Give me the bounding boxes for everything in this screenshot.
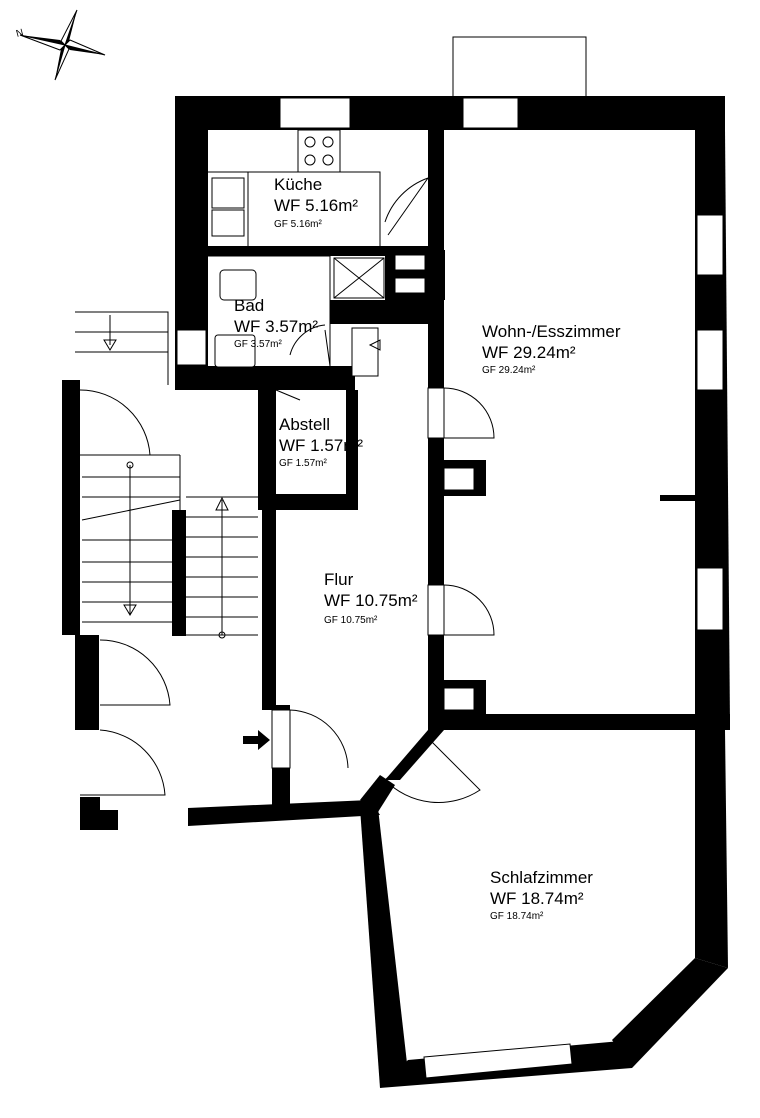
door-entrance — [289, 709, 349, 769]
shaft-box-1 — [394, 254, 426, 271]
compass-rose-icon: N — [15, 9, 106, 81]
window-living-right-3 — [696, 567, 724, 631]
room-gf: GF 1.57m² — [279, 458, 327, 469]
door-abstell — [275, 389, 301, 401]
room-schlafen: Schlafzimmer WF 18.74m² GF 18.74m² — [490, 868, 593, 922]
staircase — [75, 311, 258, 796]
wall-hall-bottom — [188, 800, 380, 826]
door-bath — [289, 324, 331, 367]
door-living-2 — [443, 584, 495, 636]
window-bath — [176, 329, 207, 366]
shaft-box-2 — [394, 277, 426, 294]
room-name: Flur — [324, 570, 354, 589]
wall-abstell-right — [346, 390, 358, 500]
window-living-top — [462, 97, 519, 129]
entrance-arrow-icon — [243, 730, 270, 750]
door-gap-living-2 — [427, 584, 445, 636]
room-abstell: Abstell WF 1.57m² GF 1.57m² — [279, 415, 363, 469]
wall-stair-left-lower — [75, 635, 99, 730]
room-wf: WF 29.24m² — [482, 343, 576, 362]
window-bedroom — [423, 1043, 573, 1079]
room-wf: WF 10.75m² — [324, 591, 418, 610]
stub-hole-2 — [443, 687, 475, 711]
wall-bedroom-left — [360, 808, 408, 1088]
wall-flur-left — [262, 510, 276, 710]
wall-bedroom-right — [695, 730, 728, 968]
wall-bath-bottom — [175, 366, 355, 390]
room-wf: WF 1.57m² — [279, 436, 363, 455]
door-living-1 — [443, 387, 495, 439]
wall-kitchen-bottom — [208, 246, 444, 256]
room-gf: GF 29.24m² — [482, 365, 536, 376]
room-gf: GF 10.75m² — [324, 615, 378, 626]
room-wohnen: Wohn-/Esszimmer WF 29.24m² GF 29.24m² — [482, 322, 621, 376]
door-gap-living-1 — [427, 387, 445, 439]
room-wf: WF 5.16m² — [274, 196, 358, 215]
entrance-door-gap — [271, 709, 291, 769]
room-name: Küche — [274, 175, 322, 194]
balcony — [452, 36, 587, 98]
wall-stair-bottom-left2 — [80, 810, 118, 830]
room-gf: GF 3.57m² — [234, 339, 282, 350]
shower-tray — [351, 327, 379, 377]
wall-abstell-left — [258, 390, 276, 510]
room-flur: Flur WF 10.75m² GF 10.75m² — [324, 570, 418, 626]
wall-abstell-bottom — [258, 494, 358, 510]
room-kueche: Küche WF 5.16m² GF 5.16m² — [274, 175, 358, 230]
room-wf: WF 18.74m² — [490, 889, 584, 908]
bath-basin — [214, 334, 256, 368]
stub-hole-1 — [443, 467, 475, 491]
stove — [297, 129, 341, 173]
kitchen-drainboard — [211, 209, 245, 237]
door-bedroom — [384, 739, 481, 803]
room-name: Bad — [234, 296, 264, 315]
window-living-right-1 — [696, 214, 724, 276]
wall-bedroom-diag — [612, 958, 728, 1068]
room-wf: WF 3.57m² — [234, 317, 318, 336]
wall-top — [175, 96, 725, 130]
room-gf: GF 5.16m² — [274, 219, 322, 230]
wall-living-flur — [428, 320, 444, 720]
wall-kitchen-living — [428, 130, 444, 250]
wall-corner-diag-2 — [360, 775, 395, 812]
room-name: Abstell — [279, 415, 330, 434]
door-kitchen — [384, 177, 429, 236]
room-gf: GF 18.74m² — [490, 911, 544, 922]
toilet — [219, 269, 257, 301]
compass-north-label: N — [15, 27, 25, 39]
wall-left-upper — [175, 96, 208, 371]
window-kitchen — [279, 97, 351, 129]
wall-stair-left — [62, 380, 80, 635]
wall-living-divider-right — [660, 495, 700, 501]
window-living-right-2 — [696, 329, 724, 391]
room-name: Wohn-/Esszimmer — [482, 322, 621, 341]
wall-shaft — [330, 300, 444, 324]
wall-living-bedroom — [428, 714, 730, 730]
room-bad: Bad WF 3.57m² GF 3.57m² — [234, 296, 318, 350]
kitchen-sink — [211, 177, 245, 209]
room-name: Schlafzimmer — [490, 868, 593, 887]
